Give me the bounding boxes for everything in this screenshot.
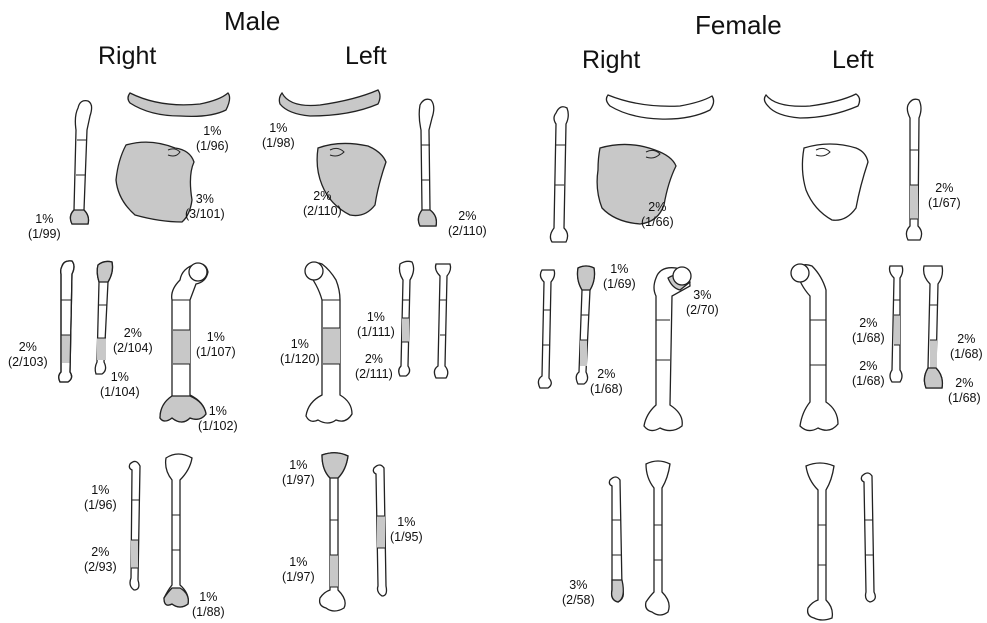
m-r-ulna <box>129 461 140 590</box>
label-m-r-tibia-top: 2%(2/104) <box>113 326 153 356</box>
f-r-clavicle <box>606 95 713 119</box>
f-r-fibula <box>538 270 554 388</box>
label-m-r-ulna-top: 1%(1/96) <box>84 483 117 513</box>
f-l-femur <box>796 265 838 431</box>
label-f-r-tibia-top: 1%(1/69) <box>603 262 636 292</box>
m-r-humerus <box>70 101 91 224</box>
m-l-clavicle <box>279 90 380 116</box>
label-f-l-tibia-mid: 2%(1/68) <box>950 332 983 362</box>
label-f-r-femur-proximal: 3%(2/70) <box>686 288 719 318</box>
label-m-r-scapula: 3%(3/101) <box>185 192 225 222</box>
label-m-r-humerus: 1%(1/99) <box>28 212 61 242</box>
label-m-l-tibia-bottom: 2%(2/111) <box>355 352 393 382</box>
label-m-l-clavicle: 1%(1/98) <box>262 121 295 151</box>
f-l-ulna <box>861 473 875 602</box>
f-r-femur <box>644 268 690 431</box>
label-f-l-humerus: 2%(1/67) <box>928 181 961 211</box>
label-f-r-scapula: 2%(1/66) <box>641 200 674 230</box>
f-r-humerus <box>550 107 568 242</box>
label-f-l-fibula-bottom: 2%(1/68) <box>852 359 885 389</box>
label-m-r-ulna-mid: 2%(2/93) <box>84 545 117 575</box>
label-m-l-tibia-top: 1%(1/111) <box>357 310 395 340</box>
label-m-r-fibula: 2%(2/103) <box>8 340 48 370</box>
label-f-r-tibia-bottom: 2%(1/68) <box>590 367 623 397</box>
label-m-r-femur-distal: 1%(1/102) <box>198 404 238 434</box>
label-m-l-scapula: 2%(2/110) <box>303 189 342 219</box>
label-f-l-tibia-distal: 2%(1/68) <box>948 376 981 406</box>
m-r-scapula <box>116 142 194 222</box>
f-l-scapula <box>802 144 868 220</box>
m-l-humerus <box>418 99 436 226</box>
f-r-radius <box>646 461 670 615</box>
m-r-radius <box>164 454 192 607</box>
f-l-radius <box>806 463 834 620</box>
label-m-l-radius-distal: 1%(1/97) <box>282 555 315 585</box>
label-f-l-fibula-top: 2%(1/68) <box>852 316 885 346</box>
label-m-r-clavicle: 1%(1/96) <box>196 124 229 154</box>
m-l-fibula <box>434 264 450 378</box>
label-f-r-ulna-distal: 3%(2/58) <box>562 578 595 608</box>
f-l-clavicle <box>764 94 859 118</box>
label-m-l-ulna-mid: 1%(1/95) <box>390 515 423 545</box>
label-m-r-tibia-bottom: 1%(1/104) <box>100 370 140 400</box>
label-m-r-femur-mid: 1%(1/107) <box>196 330 236 360</box>
label-m-r-radius-distal: 1%(1/88) <box>192 590 225 620</box>
label-m-l-radius-top: 1%(1/97) <box>282 458 315 488</box>
label-m-l-femur-mid: 1%(1/120) <box>280 337 320 367</box>
m-r-clavicle <box>128 93 230 116</box>
label-m-l-humerus: 2%(2/110) <box>448 209 487 239</box>
